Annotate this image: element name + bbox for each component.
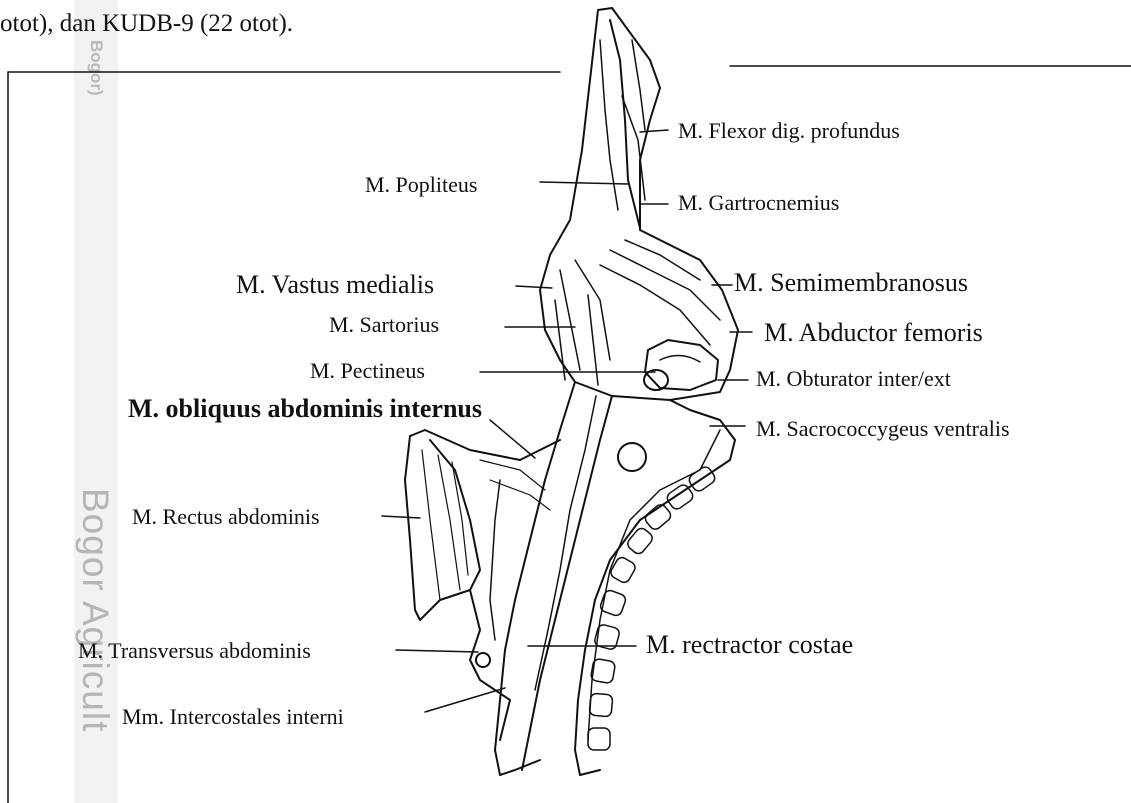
label-obturator: M. Obturator inter/ext — [756, 368, 951, 390]
label-transversus-abdominis: M. Transversus abdominis — [78, 640, 311, 662]
label-gartrocnemius: M. Gartrocnemius — [678, 192, 839, 214]
label-popliteus: M. Popliteus — [365, 174, 477, 196]
label-semimembranosus: M. Semimembranosus — [734, 270, 968, 296]
label-vastus-medialis: M. Vastus medialis — [236, 272, 434, 298]
label-rectus-abdominis: M. Rectus abdominis — [132, 506, 320, 528]
label-sacrococcygeus-ventralis: M. Sacrococcygeus ventralis — [756, 418, 1010, 440]
label-abductor-femoris: M. Abductor femoris — [764, 320, 983, 346]
vertebrae — [588, 465, 717, 750]
label-rectractor-costae: M. rectractor costae — [646, 632, 853, 658]
label-intercostales-interni: Mm. Intercostales interni — [122, 706, 344, 728]
label-sartorius: M. Sartorius — [329, 314, 439, 336]
label-obliquus-abdominis-internus: M. obliquus abdominis internus — [128, 396, 482, 422]
label-pectineus: M. Pectineus — [310, 360, 425, 382]
label-flexor-dig-profundus: M. Flexor dig. profundus — [678, 120, 900, 142]
trunk-illustration — [495, 382, 735, 775]
